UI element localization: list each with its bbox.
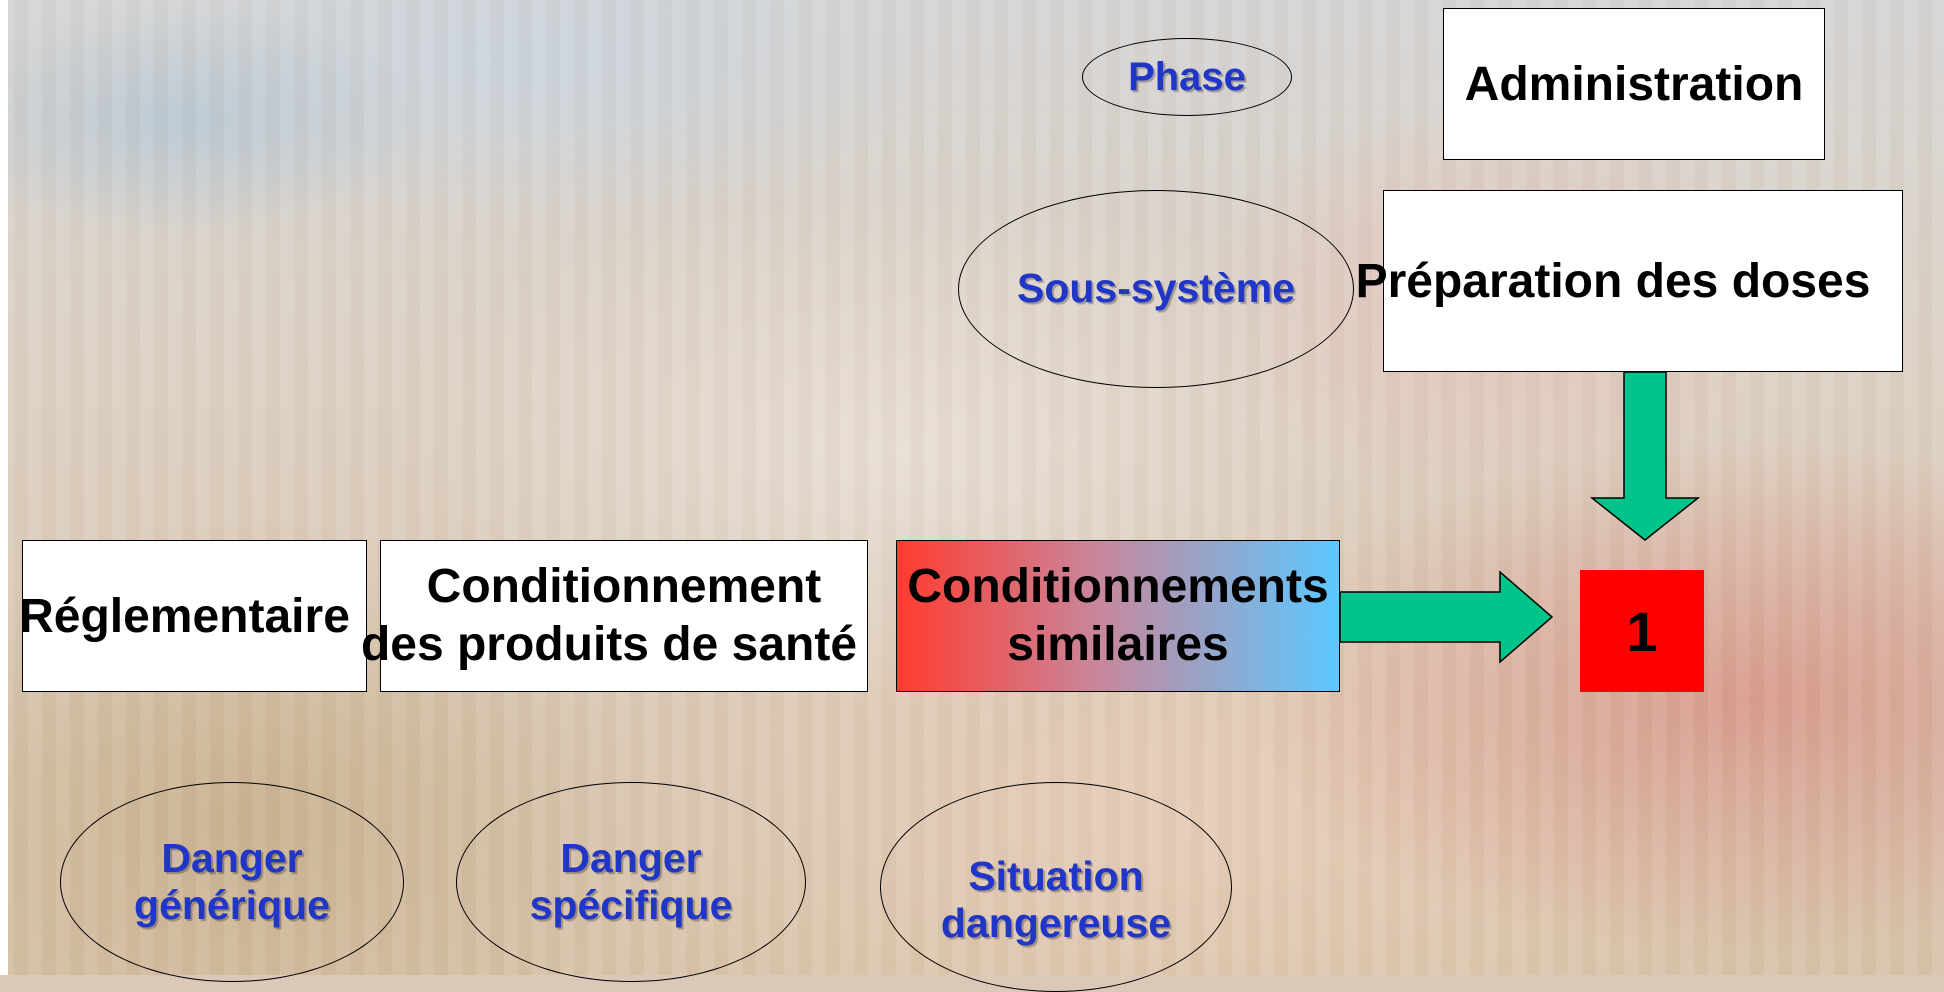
conditionnements-similaires-line2: similaires (1007, 618, 1229, 671)
situation-dangereuse-line1: Situation (968, 852, 1144, 899)
situation-dangereuse-ellipse: Situation dangereuse (880, 782, 1232, 992)
danger-specifique-line2: spécifique (529, 882, 733, 928)
preparation-box: Préparation des doses (1356, 190, 1903, 372)
conditionnement-box: Conditionnement des produits de santé (361, 540, 868, 692)
sous-systeme-ellipse: Sous-système (958, 190, 1354, 388)
danger-generique-line2: générique (134, 882, 330, 928)
down-arrow (1590, 372, 1700, 541)
preparation-label: Préparation des doses (1355, 254, 1871, 308)
reglementaire-box: Réglementaire (19, 540, 367, 692)
administration-box: Administration (1443, 8, 1825, 160)
right-arrow (1340, 570, 1554, 664)
conditionnement-line2: des produits de santé (360, 618, 858, 671)
situation-dangereuse-line2: dangereuse (940, 900, 1172, 946)
result-number: 1 (1626, 599, 1658, 663)
danger-specifique-ellipse: Danger spécifique (456, 782, 806, 982)
conditionnements-similaires-box: Conditionnements similaires (896, 540, 1340, 692)
conditionnements-similaires-line1: Conditionnements (907, 560, 1329, 614)
reglementaire-label: Réglementaire (19, 589, 350, 643)
administration-label: Administration (1464, 57, 1804, 111)
danger-generique-ellipse: Danger générique (60, 782, 404, 982)
danger-generique-line1: Danger (161, 834, 303, 881)
phase-ellipse: Phase (1082, 38, 1292, 116)
sous-systeme-label: Sous-système (1016, 265, 1295, 312)
phase-label: Phase (1128, 55, 1246, 99)
result-box: 1 (1580, 570, 1704, 692)
conditionnement-line1: Conditionnement (426, 560, 822, 614)
slide-edge (0, 0, 8, 975)
danger-specifique-line1: Danger (560, 834, 702, 881)
